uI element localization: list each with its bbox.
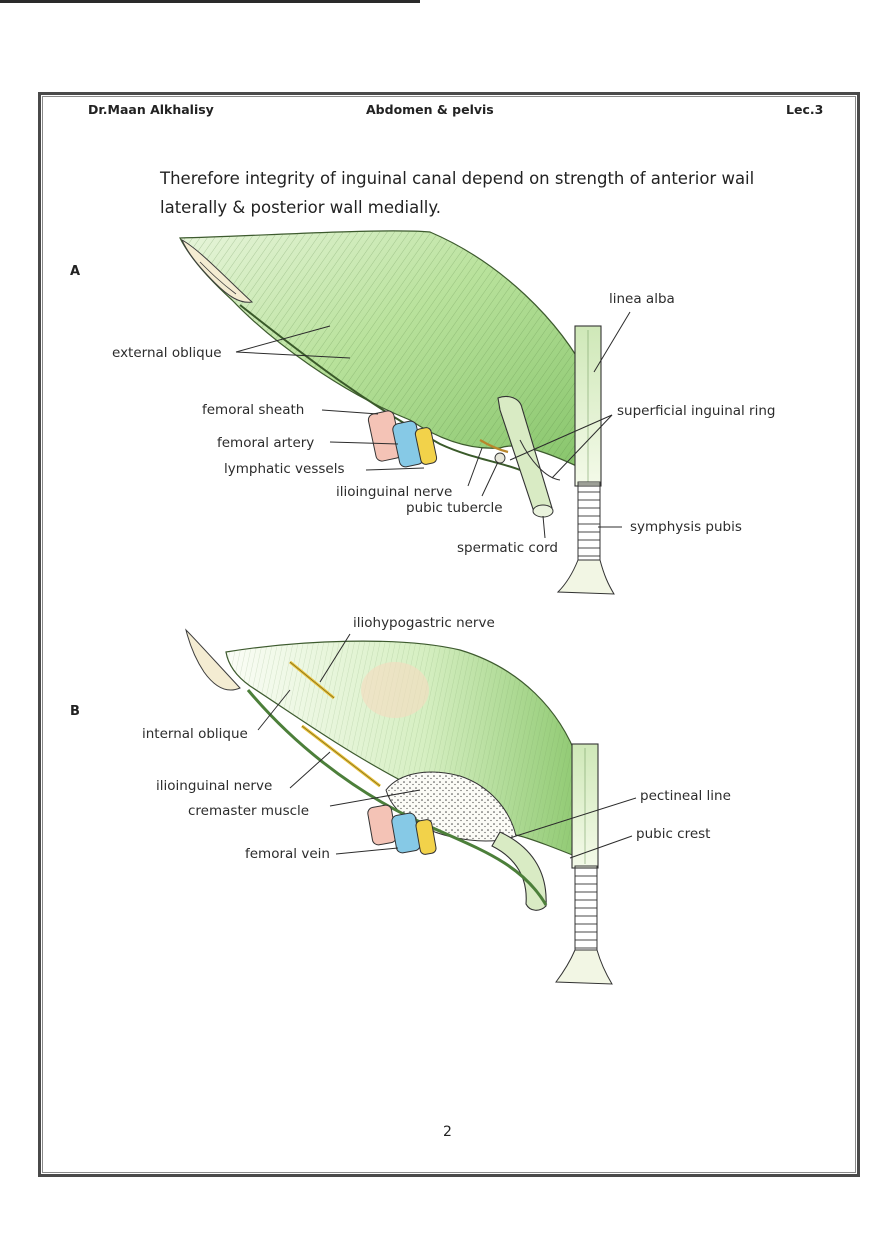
figure-b-label: B — [70, 704, 80, 719]
lymphatic-vessels-shape — [414, 427, 438, 465]
spermatic-cord-b — [491, 831, 547, 911]
header-lecture: Lec.3 — [786, 102, 824, 117]
figure-a-leaders — [235, 311, 631, 539]
label-femoral-vein: femoral vein — [245, 846, 330, 862]
label-lymphatic-vessels: lymphatic vessels — [224, 461, 345, 477]
label-external-oblique: external oblique — [112, 345, 222, 361]
scan-edge-mark — [0, 0, 420, 3]
muscle-cut-edge-b — [185, 628, 241, 691]
figure-a-drawing — [179, 230, 615, 595]
label-spermatic-cord: spermatic cord — [457, 540, 558, 556]
header-author: Dr.Maan Alkhalisy — [88, 102, 214, 117]
page-border — [38, 92, 860, 1177]
page-number: 2 — [443, 1124, 452, 1140]
label-femoral-sheath: femoral sheath — [202, 402, 305, 418]
label-internal-oblique: internal oblique — [142, 726, 248, 742]
muscle-cut-edge — [180, 238, 254, 303]
label-pubic-crest: pubic crest — [636, 826, 711, 842]
figure-b-drawing — [185, 628, 613, 985]
label-cremaster-muscle: cremaster muscle — [188, 803, 310, 819]
page-border-inner — [42, 96, 856, 1173]
label-symphysis-pubis: symphysis pubis — [630, 519, 742, 535]
label-ilioinguinal-nerve-a: ilioinguinal nerve — [336, 484, 453, 500]
body-paragraph: Therefore integrity of inguinal canal de… — [160, 169, 755, 217]
symphysis-shape — [577, 481, 601, 563]
label-pubic-tubercle: pubic tubercle — [406, 500, 503, 516]
header-subject: Abdomen & pelvis — [366, 102, 494, 117]
label-ilioinguinal-nerve-b: ilioinguinal nerve — [156, 778, 273, 794]
label-pectineal-line: pectineal line — [640, 788, 731, 804]
label-femoral-artery: femoral artery — [217, 435, 315, 451]
external-oblique-fibers — [180, 230, 590, 470]
label-superficial-inguinal-ring: superficial inguinal ring — [617, 403, 776, 419]
label-iliohypogastric-nerve: iliohypogastric nerve — [353, 615, 495, 631]
figure-a-label: A — [70, 264, 81, 279]
figure-b-leaders — [257, 633, 637, 859]
label-linea-alba: linea alba — [609, 291, 675, 307]
